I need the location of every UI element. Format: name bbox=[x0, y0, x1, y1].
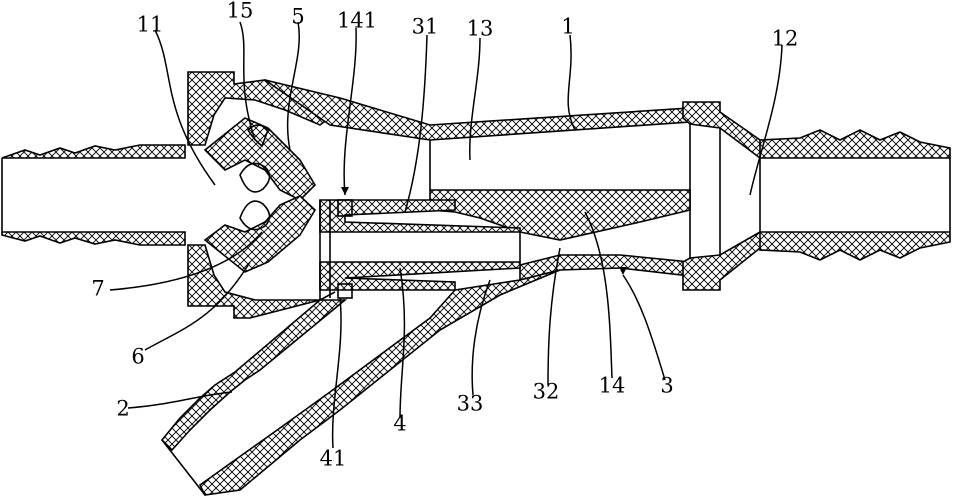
inner-nozzle bbox=[319, 199, 521, 300]
right-outlet bbox=[682, 101, 951, 291]
left-tube-upper-wall bbox=[1, 144, 186, 159]
branch-upper-wall bbox=[160, 299, 348, 452]
part-labels: 11 15 5 141 31 13 1 12 7 6 2 41 4 33 32 … bbox=[91, 0, 798, 471]
main-body-upper-wall bbox=[264, 79, 691, 141]
cap-lower bbox=[187, 244, 336, 319]
label-11: 11 bbox=[137, 13, 164, 37]
label-141: 141 bbox=[337, 9, 377, 33]
nozzle-upper-wall bbox=[319, 199, 521, 233]
label-6: 6 bbox=[131, 345, 144, 369]
label-32: 32 bbox=[533, 380, 560, 404]
leader-lines bbox=[109, 21, 783, 449]
valve-disc-assembly bbox=[203, 117, 317, 273]
label-3: 3 bbox=[660, 374, 673, 398]
right-tube-upper-wall bbox=[759, 129, 951, 159]
label-2: 2 bbox=[116, 397, 129, 421]
label-13: 13 bbox=[467, 17, 494, 41]
label-1: 1 bbox=[561, 15, 574, 39]
nozzle-lower-wall bbox=[319, 261, 521, 291]
label-14: 14 bbox=[599, 374, 626, 398]
label-7: 7 bbox=[91, 277, 104, 301]
branch-inlet bbox=[160, 269, 561, 496]
label-33: 33 bbox=[457, 392, 484, 416]
left-inlet-tube bbox=[1, 144, 186, 246]
label-15: 15 bbox=[227, 0, 254, 23]
label-41: 41 bbox=[320, 447, 347, 471]
branch-lower-wall bbox=[198, 269, 561, 496]
label-4: 4 bbox=[393, 412, 406, 436]
left-tube-lower-wall bbox=[1, 231, 186, 246]
label-12: 12 bbox=[772, 27, 799, 51]
cap-upper bbox=[187, 71, 342, 146]
valve-cap-housing bbox=[187, 71, 342, 319]
label-31: 31 bbox=[412, 15, 439, 39]
main-body bbox=[264, 79, 691, 282]
valve-disc-upper bbox=[203, 117, 317, 201]
right-tube-lower-wall bbox=[759, 231, 951, 261]
label-5: 5 bbox=[291, 5, 304, 29]
